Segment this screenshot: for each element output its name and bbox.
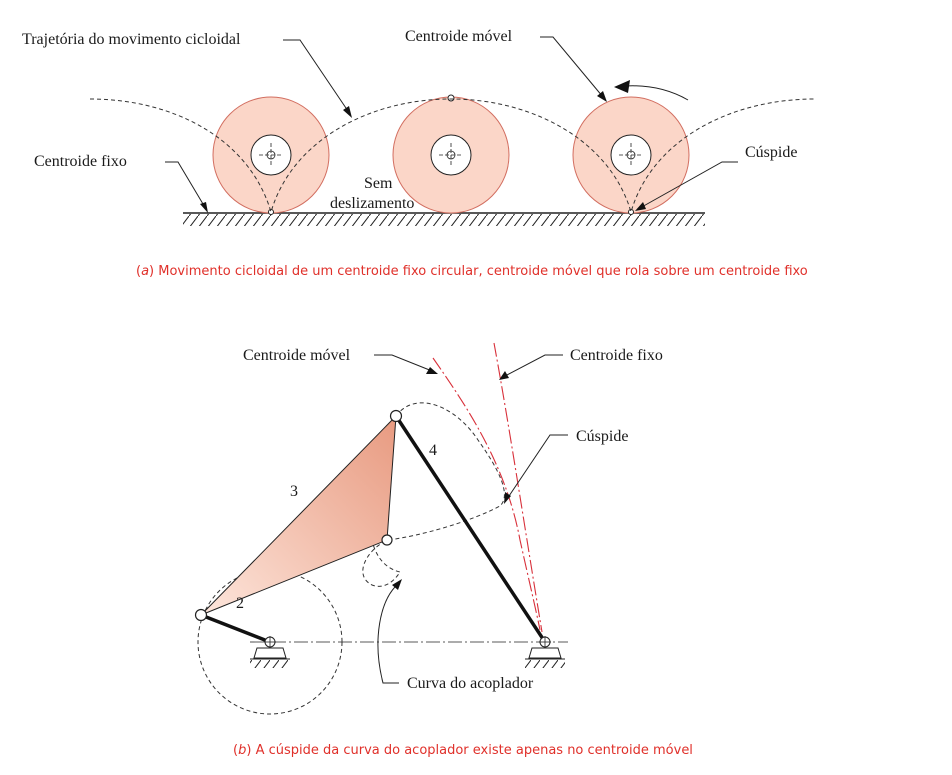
leader-lines-b [374,354,568,684]
part-b-diagram: Centroide móvel Centroide fixo Cúspide C… [194,342,693,758]
trajectory-label: Trajetória do movimento cicloidal [22,31,241,48]
fixed-centrode-label-b: Centroide fixo [570,347,663,364]
coupler-point [381,534,393,546]
caption-b: (b) A cúspide da curva do acoplador exis… [233,743,693,758]
joint-a [194,608,208,622]
coupler-curve-label: Curva do acoplador [407,675,534,692]
no-slip-label-line2: deslizamento [330,195,414,212]
joint-b [389,409,403,423]
fixed-centrode-curve [493,342,543,633]
center-mark-icon [259,143,283,167]
coupler-link-3 [200,414,397,616]
caption-a-tag: a [141,264,149,279]
part-a-diagram: Trajetória do movimento cicloidal Centro… [22,28,816,279]
caption-b-text: A cúspide da curva do acoplador existe a… [256,743,693,758]
rolling-wheel-right [572,96,690,215]
no-slip-label-line1: Sem [364,175,393,192]
cusp-label-b: Cúspide [576,428,628,445]
cycloid-trajectory [89,98,816,214]
rolling-wheel-left [212,96,330,215]
link-2-label: 2 [236,595,244,612]
caption-a: (a) Movimento cicloidal de um centroide … [136,264,808,279]
fixed-centrode-ground [183,212,705,226]
ground-pivot-left [250,636,290,668]
coupler-curve [362,402,505,587]
ground-pivot-right [525,636,565,668]
rocker-link-4 [394,415,547,643]
center-mark-icon [439,143,463,167]
link-3-label: 3 [290,483,298,500]
cusp-label: Cúspide [745,144,797,161]
rolling-wheel-middle [392,94,510,214]
crank-link-2 [200,613,271,644]
caption-b-tag: b [238,743,246,758]
link-4-label: 4 [429,442,437,459]
caption-a-text: Movimento cicloidal de um centroide fixo… [158,264,808,279]
moving-centrode-label: Centroide móvel [405,28,513,45]
rotation-arrow-icon [614,80,689,101]
center-mark-icon [619,143,643,167]
leader-lines-a [165,36,738,213]
fixed-centrode-label: Centroide fixo [34,153,127,170]
moving-centrode-label-b: Centroide móvel [243,347,351,364]
moving-centrode-curve [432,357,541,631]
